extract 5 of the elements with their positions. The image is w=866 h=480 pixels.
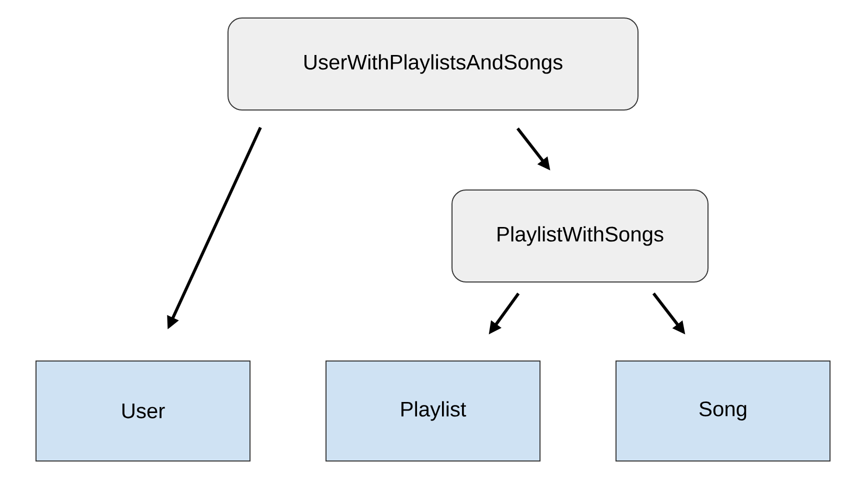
entity-box: Playlist	[326, 360, 540, 462]
group-box: UserWithPlaylistsAndSongs	[228, 18, 638, 110]
entity-box: Song	[616, 360, 830, 462]
entity-box: User	[36, 360, 250, 462]
group-box: PlaylistWithSongs	[452, 190, 708, 282]
